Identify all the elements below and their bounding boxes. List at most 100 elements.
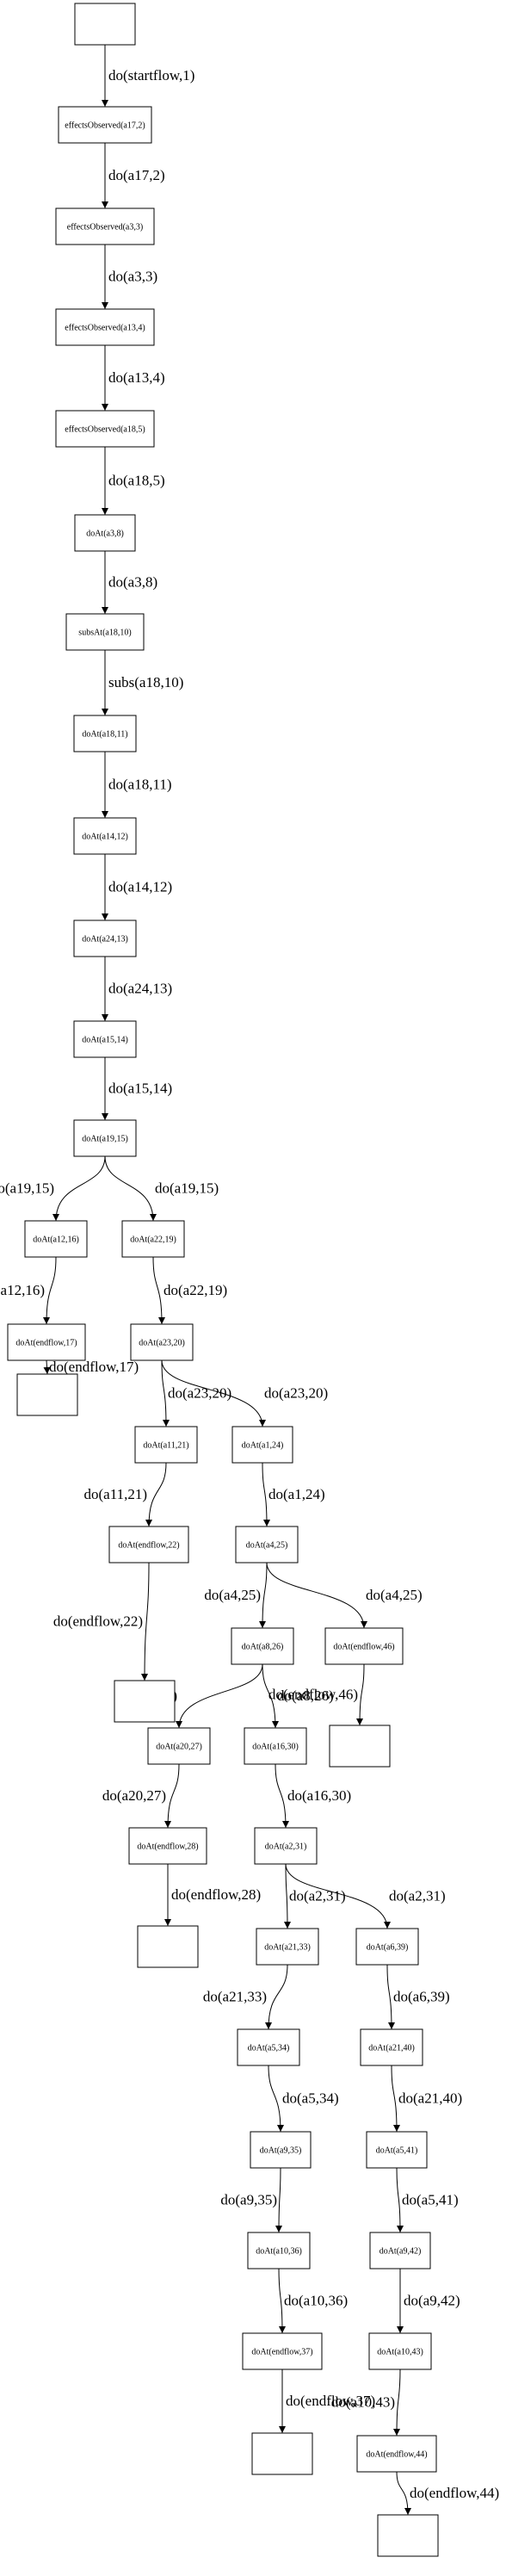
diagram-node: doAt(endflow,46) [324,1627,404,1665]
node-box [256,1928,319,1966]
node-box [73,1119,137,1157]
edge-arrow [152,1256,165,1325]
node-box [73,1020,137,1058]
edge-arrow [262,1462,270,1527]
edge-label: do(a10,36) [284,2293,348,2309]
edge-label: do(endflow,22) [53,1613,143,1630]
node-box [369,2232,431,2269]
node-box [128,1827,207,1865]
edge-arrow [52,1155,106,1222]
edge-arrow [386,1964,395,2030]
diagram-node: effectsObserved(a17,2) [58,106,152,144]
node-label: doAt(endflow,37) [251,2348,312,2357]
edge-label: do(a9,35) [220,2192,277,2208]
diagram-node: doAt(a5,34) [237,2028,300,2066]
node-box [108,1526,189,1564]
edge-arrow [265,1964,288,2030]
node-box [231,1627,294,1665]
node-box [74,3,136,46]
edge-label: do(a19,15) [155,1180,219,1197]
diagram-node: doAt(a21,33) [256,1928,319,1966]
node-label: effectsObserved(a18,5) [65,425,145,435]
node-label: doAt(a10,36) [256,2247,302,2257]
terminal-node [114,1680,176,1723]
terminal-node [377,2514,439,2557]
terminal-node [74,3,136,46]
edge-label: do(a11,21) [84,1486,148,1502]
edge-label: do(a10,43) [331,2394,395,2411]
node-box [24,1220,88,1258]
diagram-node: effectsObserved(a13,4) [55,308,155,346]
node-box [121,1220,185,1258]
node-box [251,2432,313,2475]
node-label: doAt(a9,35) [260,2146,302,2156]
diagram-node: doAt(a21,40) [360,2028,423,2066]
diagram-node: doAt(a9,35) [250,2131,312,2169]
edge-label: do(a8,26) [277,1687,334,1704]
edge-label: do(a5,34) [282,2090,339,2107]
node-label: doAt(a18,11) [82,730,127,740]
edge-arrow [278,2268,286,2334]
node-box [58,106,152,144]
node-box [137,1925,199,1968]
diagram-node: doAt(endflow,28) [128,1827,207,1865]
node-label: doAt(a2,31) [265,1842,307,1852]
edge-label: do(endflow,44) [410,2485,499,2501]
edge-label: do(a22,19) [164,1282,227,1298]
diagram-node: doAt(a3,8) [74,514,136,552]
diagram-node: effectsObserved(a18,5) [55,410,155,448]
node-label: doAt(endflow,46) [333,1643,394,1652]
edge-label: do(a24,13) [108,981,172,997]
node-box [73,920,137,957]
edge-label: do(a23,20) [168,1385,231,1402]
edge-arrow [275,2167,283,2233]
edge-arrow [275,1763,289,1829]
terminal-node [16,1373,78,1416]
diagram-node: doAt(a23,20) [130,1323,194,1361]
edge-label: do(a20,27) [102,1787,166,1804]
node-label: effectsObserved(a3,3) [67,223,143,232]
edge-label: do(a21,40) [398,2090,462,2107]
edge-arrow [161,1359,266,1427]
diagram-node: doAt(a24,13) [73,920,137,957]
node-label: doAt(a1,24) [242,1441,284,1451]
edge-arrow [396,2167,404,2233]
node-label: doAt(a10,43) [377,2348,423,2357]
diagram-node: doAt(a19,15) [73,1119,137,1157]
edge-label: do(a18,5) [108,473,165,489]
edge-label: subs(a18,10) [108,674,183,690]
node-label: doAt(a16,30) [252,1743,299,1752]
diagram-node: effectsObserved(a3,3) [55,207,155,245]
node-box [55,207,155,245]
edge-arrow [266,1562,367,1629]
terminal-node [329,1725,391,1768]
diagram-node: doAt(a14,12) [73,817,137,855]
diagram-node: doAt(a2,31) [254,1827,318,1865]
diagram-node: doAt(a1,24) [231,1426,293,1464]
node-label: doAt(a14,12) [82,833,128,842]
node-box [368,2332,432,2370]
node-label: doAt(a15,14) [82,1036,128,1045]
edge-arrow [268,2065,284,2133]
edge-arrow [43,1359,51,1375]
node-label: doAt(a9,42) [380,2247,422,2257]
node-label: doAt(a23,20) [139,1339,185,1348]
node-box [377,2514,439,2557]
node-box [237,2028,300,2066]
node-box [74,514,136,552]
edge-label: do(a14,12) [108,879,172,895]
terminal-node [137,1925,199,1968]
edge-label: do(a18,11) [108,777,172,793]
diagram-node: doAt(a10,36) [247,2232,311,2269]
edge-label: do(a2,31) [289,1888,346,1904]
edge-label: do(a5,41) [402,2192,459,2208]
diagram-node: doAt(a5,41) [366,2131,428,2169]
node-label: doAt(a19,15) [82,1135,128,1144]
edge-arrow [161,1359,170,1427]
diagram-node: doAt(endflow,22) [108,1526,189,1564]
edge-label: do(endflow,17) [49,1359,139,1375]
edge-arrow [141,1562,150,1681]
nodes-layer: effectsObserved(a17,2) effectsObserved(a3… [7,3,439,2557]
edge-arrow [43,1256,57,1325]
